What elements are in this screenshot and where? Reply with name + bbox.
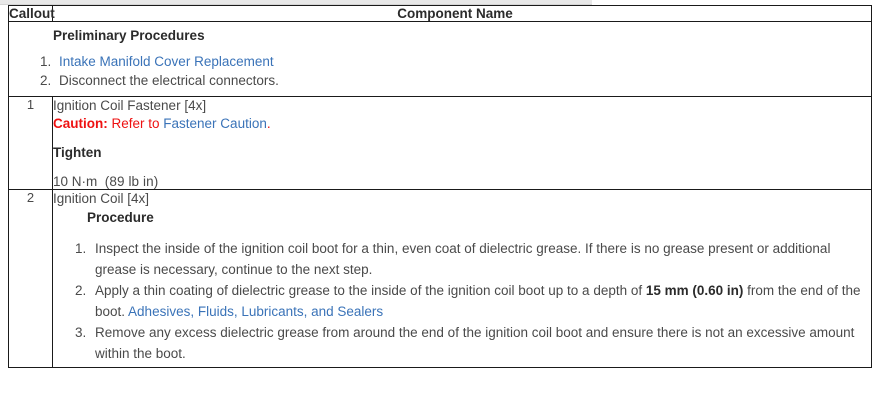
list-item: Remove any excess dielectric grease from… bbox=[90, 322, 871, 364]
list-item: Apply a thin coating of dielectric greas… bbox=[90, 280, 871, 322]
component-cell-1: Ignition Coil Fastener [4x] Caution: Ref… bbox=[52, 96, 872, 190]
procedure-title: Procedure bbox=[87, 210, 154, 225]
column-header-callout: Callout bbox=[8, 5, 55, 22]
preliminary-procedures-cell: Preliminary Procedures Intake Manifold C… bbox=[8, 21, 872, 97]
caution-suffix: . bbox=[266, 116, 271, 131]
caution-line-1: Caution: Refer to Fastener Caution. bbox=[53, 114, 871, 133]
component-cell-2: Ignition Coil [4x] Procedure Inspect the… bbox=[52, 189, 872, 368]
table-row: 1 Ignition Coil Fastener [4x] Caution: R… bbox=[8, 96, 872, 190]
callout-number-1: 1 bbox=[8, 96, 53, 190]
torque-imperial: (89 lb in) bbox=[104, 174, 159, 189]
preliminary-procedures-row: Preliminary Procedures Intake Manifold C… bbox=[8, 21, 872, 97]
list-item: Inspect the inside of the ignition coil … bbox=[90, 238, 871, 280]
procedure-step-depth-value: 15 mm (0.60 in) bbox=[645, 283, 744, 298]
procedure-table: Callout Component Name Preliminary Proce… bbox=[8, 5, 872, 368]
table-row: 2 Ignition Coil [4x] Procedure Inspect t… bbox=[8, 189, 872, 368]
column-header-component-name-label: Component Name bbox=[397, 6, 513, 21]
horizontal-scrollbar-track[interactable] bbox=[0, 0, 592, 5]
component-name-1: Ignition Coil Fastener [4x] bbox=[53, 98, 207, 113]
procedure-step-text-2b: from the end of the boot. bbox=[95, 283, 861, 319]
procedure-step-text-3: Remove any excess dielectric grease from… bbox=[95, 325, 855, 361]
procedure-sheet: Callout Component Name Preliminary Proce… bbox=[0, 5, 877, 368]
caution-text: Refer to bbox=[107, 116, 164, 131]
procedure-step-text-2a: Apply a thin coating of dielectric greas… bbox=[95, 283, 646, 298]
link-adhesives-fluids-lubricants-and-sealers[interactable]: Adhesives, Fluids, Lubricants, and Seale… bbox=[128, 304, 384, 319]
preliminary-procedures-list: Intake Manifold Cover Replacement Discon… bbox=[9, 52, 871, 90]
table-header-row: Callout Component Name bbox=[8, 5, 872, 22]
caution-label: Caution: bbox=[53, 116, 108, 131]
torque-specification: 10 N·m (89 lb in) bbox=[53, 174, 871, 189]
link-fastener-caution[interactable]: Fastener Caution bbox=[163, 116, 267, 131]
procedure-steps-list: Inspect the inside of the ignition coil … bbox=[53, 238, 871, 364]
list-item: Disconnect the electrical connectors. bbox=[55, 71, 871, 90]
tighten-label: Tighten bbox=[53, 145, 102, 160]
component-name-2: Ignition Coil [4x] bbox=[53, 191, 150, 206]
preliminary-step-text: Disconnect the electrical connectors. bbox=[59, 73, 279, 88]
list-item: Intake Manifold Cover Replacement bbox=[55, 52, 871, 71]
column-header-component-name: Component Name bbox=[52, 5, 872, 22]
procedure-step-text-1: Inspect the inside of the ignition coil … bbox=[95, 241, 831, 277]
link-intake-manifold-cover-replacement[interactable]: Intake Manifold Cover Replacement bbox=[59, 54, 274, 69]
callout-number-2: 2 bbox=[8, 189, 53, 368]
torque-metric: 10 N·m bbox=[53, 174, 98, 189]
preliminary-procedures-title: Preliminary Procedures bbox=[53, 28, 205, 43]
